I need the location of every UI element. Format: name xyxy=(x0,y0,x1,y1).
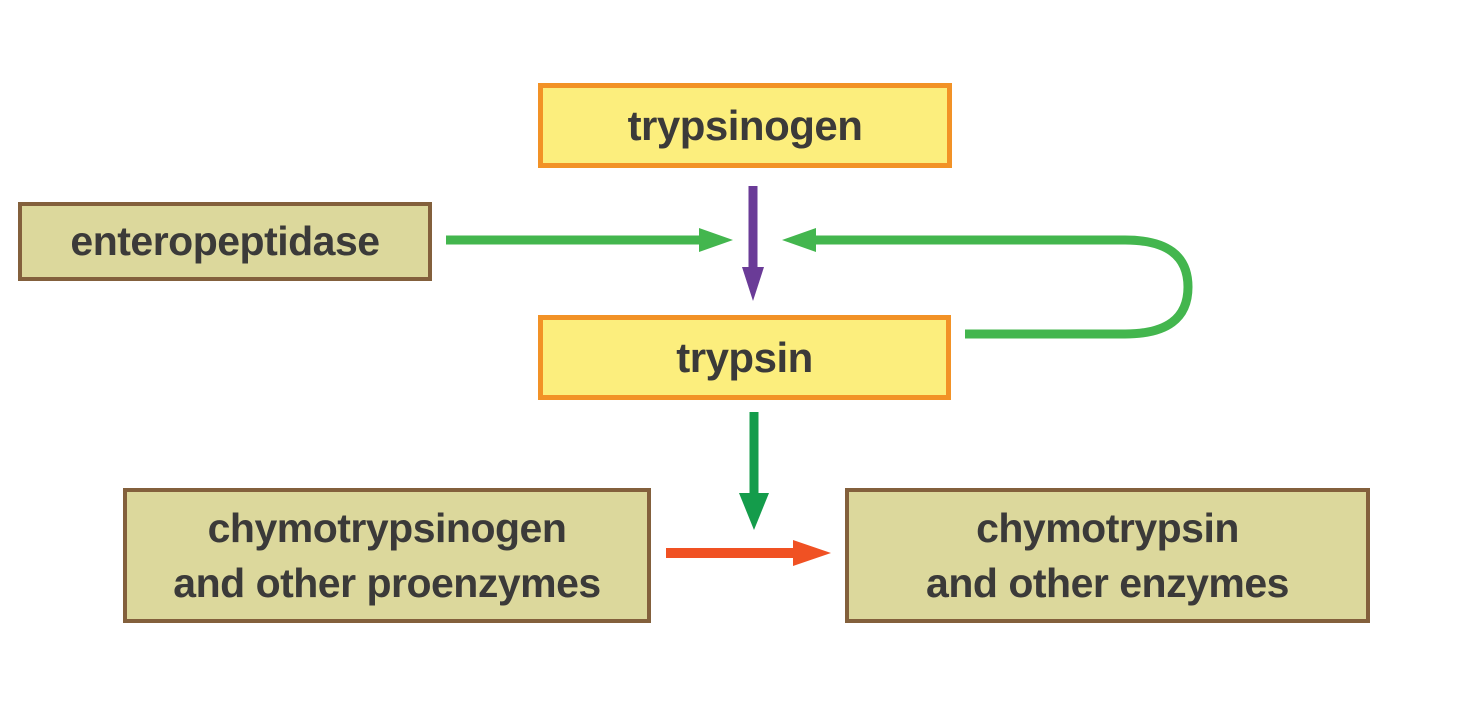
arrow-enteropeptidase-to-conversion xyxy=(446,228,733,252)
node-chymotrypsin: chymotrypsin and other enzymes xyxy=(845,488,1370,623)
node-trypsinogen: trypsinogen xyxy=(538,83,952,168)
node-chymotrypsinogen-label-line1: chymotrypsinogen xyxy=(207,505,567,552)
node-chymotrypsin-label-line2: and other enzymes xyxy=(926,559,1289,606)
node-enteropeptidase: enteropeptidase xyxy=(18,202,432,281)
node-chymotrypsinogen-label-line2: and other proenzymes xyxy=(173,559,601,606)
arrow-trypsinogen-to-trypsin-head xyxy=(742,267,764,301)
arrow-proenzymes-head xyxy=(793,540,831,566)
arrow-feedback-loop-shaft xyxy=(816,235,1193,339)
arrow-proenzymes-to-enzymes xyxy=(666,540,831,566)
node-enteropeptidase-label: enteropeptidase xyxy=(70,218,380,265)
node-chymotrypsin-label-line1: chymotrypsin xyxy=(976,505,1239,552)
arrow-feedback-loop-head xyxy=(782,228,816,252)
node-trypsin-label: trypsin xyxy=(676,333,813,381)
arrow-trypsin-to-bottom-conversion xyxy=(739,412,769,530)
arrow-trypsin-feedback-loop xyxy=(782,228,1193,339)
arrow-enteropeptidase-head xyxy=(699,228,733,252)
node-trypsinogen-label: trypsinogen xyxy=(627,101,863,149)
node-chymotrypsinogen: chymotrypsinogen and other proenzymes xyxy=(123,488,651,623)
arrow-trypsinogen-to-trypsin xyxy=(742,186,764,301)
node-trypsin: trypsin xyxy=(538,315,951,400)
arrow-trypsin-down-head xyxy=(739,493,769,530)
